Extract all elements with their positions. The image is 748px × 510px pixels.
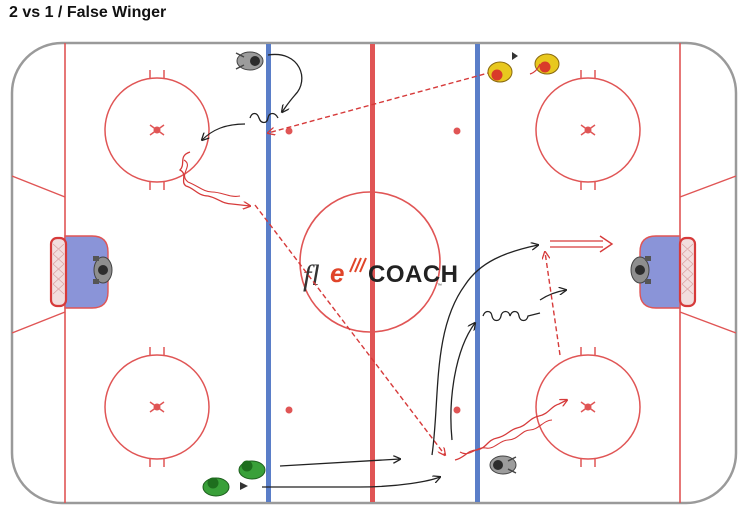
- flexcoach-logo: fl e COACH ™: [303, 257, 459, 292]
- skate-path-forward-1: [431, 245, 538, 456]
- skate-path-green-1: [279, 459, 400, 467]
- pass-line-right: [545, 252, 561, 356]
- goal-crease-right: [639, 235, 697, 309]
- faceoff-circle-right-top: [535, 70, 641, 190]
- goalie-right-icon: [630, 256, 651, 284]
- neutral-dot: [453, 406, 461, 414]
- coach-top-icon: [235, 51, 264, 71]
- drill-title: 2 vs 1 / False Winger: [9, 4, 167, 21]
- skate-arrow-top-left: [202, 123, 246, 140]
- pass-line-top: [268, 71, 493, 133]
- neutral-dot: [453, 127, 461, 135]
- logo-accent: e: [330, 258, 344, 288]
- shot-arrow: [550, 235, 614, 253]
- pass-line-diagonal: [254, 204, 445, 455]
- blue-line-left: [266, 44, 271, 502]
- forward-top-1-icon: [487, 52, 518, 83]
- skate-path-forward-2: [450, 323, 475, 441]
- goal-net-right: [678, 236, 697, 308]
- forward-top-2-icon: [534, 53, 560, 75]
- coach-bottom-icon: [489, 455, 517, 475]
- faceoff-circle-left-bottom: [104, 347, 210, 467]
- faceoff-circle-left-top: [104, 70, 210, 190]
- goal-crease-left: [49, 235, 109, 309]
- defender-bottom-1-icon: [238, 460, 266, 480]
- skate-path-green-2: [262, 477, 440, 488]
- skate-path-top-coach: [267, 53, 303, 112]
- goal-net-left: [49, 236, 68, 308]
- center-circle: [299, 191, 441, 333]
- backskate-path-top: [249, 112, 279, 124]
- logo-prefix: fl: [303, 259, 320, 292]
- neutral-dot: [285, 406, 293, 414]
- blue-line-right: [475, 44, 480, 502]
- puck-carry-left: [178, 151, 250, 206]
- faceoff-circle-right-bottom: [535, 347, 641, 467]
- defender-bottom-2-icon: [202, 477, 248, 497]
- backskate-path-right: [482, 310, 541, 322]
- center-red-line: [370, 44, 375, 502]
- neutral-dot: [285, 127, 293, 135]
- logo-tm: ™: [437, 283, 442, 289]
- logo-word: COACH: [368, 261, 459, 288]
- goalie-left-icon: [93, 256, 113, 284]
